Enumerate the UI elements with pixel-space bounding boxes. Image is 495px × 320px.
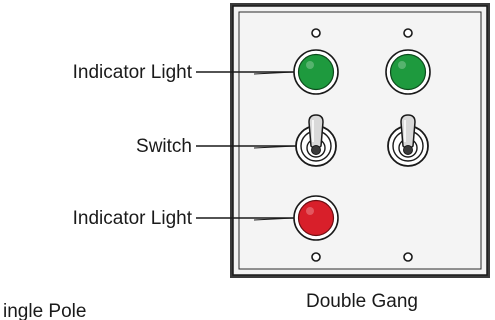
screw-hole-icon bbox=[403, 28, 413, 38]
caption-double-gang: Double Gang bbox=[306, 291, 418, 312]
caption-single-pole: ingle Pole bbox=[3, 301, 86, 320]
indicator-light-top-left bbox=[293, 49, 339, 95]
screw-hole-icon bbox=[311, 252, 321, 262]
double-gang-wall-plate bbox=[230, 3, 490, 278]
label-switch: Switch bbox=[136, 136, 192, 157]
screw-hole-icon bbox=[311, 28, 321, 38]
toggle-switch-left bbox=[295, 114, 337, 167]
screw-hole-icon bbox=[403, 252, 413, 262]
indicator-light-bottom-left bbox=[293, 195, 339, 241]
label-indicator-light-top: Indicator Light bbox=[73, 62, 193, 83]
toggle-switch-right bbox=[387, 114, 429, 167]
label-indicator-light-bottom: Indicator Light bbox=[73, 208, 193, 229]
screw-holes bbox=[311, 28, 413, 262]
indicator-light-top-right bbox=[385, 49, 431, 95]
callout-leaders bbox=[196, 71, 297, 221]
